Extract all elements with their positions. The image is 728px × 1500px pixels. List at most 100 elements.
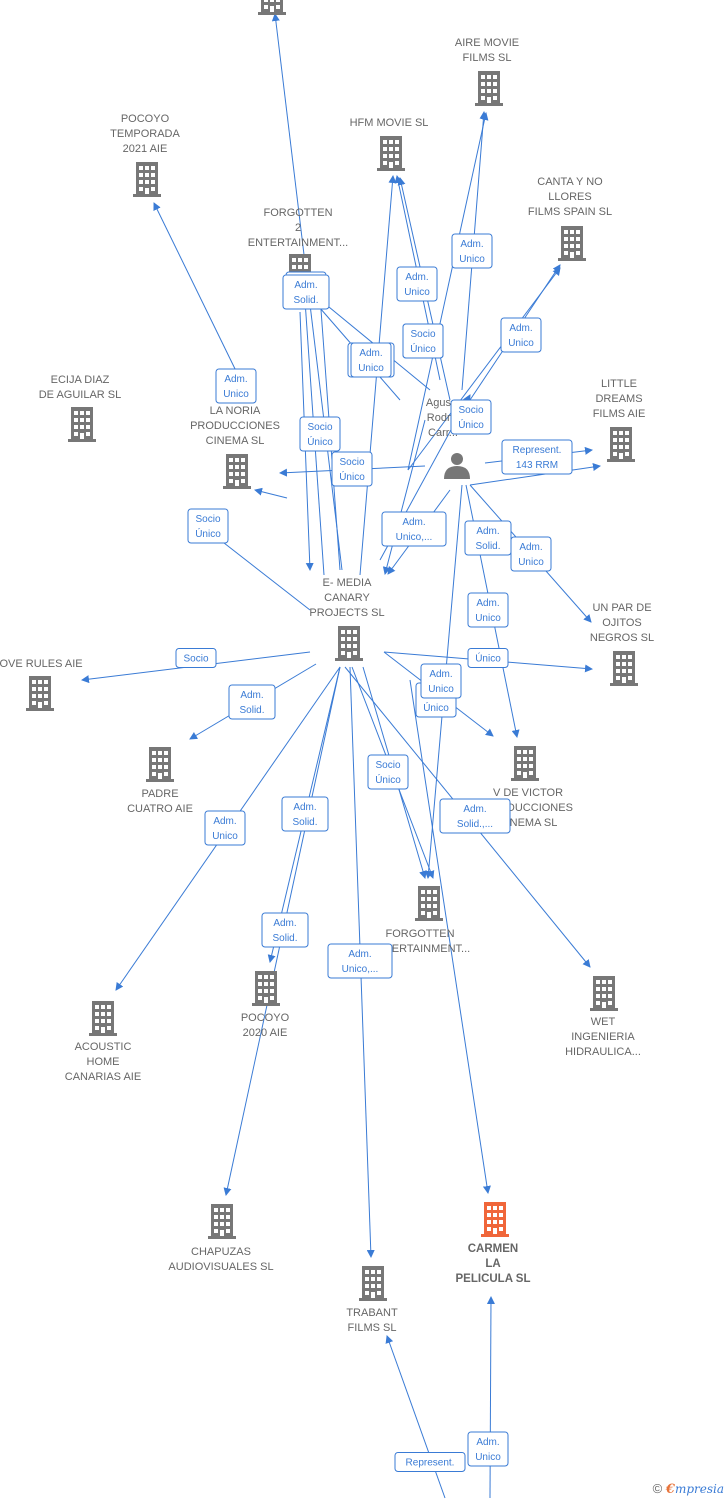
edge-label-text: Adm. [240,690,263,701]
edge-label[interactable]: Adm.Unico,... [381,511,447,547]
edge-line [382,419,426,575]
edge-label[interactable]: Único [467,648,509,668]
edge-label[interactable]: Adm.Unico,... [327,943,393,979]
edge-label-text: Socio [375,760,400,771]
node-top[interactable] [258,0,286,15]
edge-label-text: Solid. [239,705,264,716]
node-label: ECIJA DIAZ [51,374,110,386]
edge-labels-layer: Adm.UnicoAdm.UnicoSocioÚnicoAdm.UnicoAdm… [175,233,573,1472]
edge-label-text: Único [458,418,484,431]
edge-label-text: Socio [410,329,435,340]
edge-label[interactable]: Adm.Unico [350,342,392,378]
edge-label[interactable]: Adm.Unico [500,317,542,353]
edge-label-text: Unico [428,684,454,695]
node-wet[interactable]: WETINGENIERIAHIDRAULICA... [565,976,641,1058]
node-loverules[interactable]: LOVE RULES AIE [0,658,83,711]
edge-label[interactable]: Adm.Unico [467,592,509,628]
node-label: CUATRO AIE [127,803,193,815]
edge-label-box [282,274,330,310]
edge-label[interactable]: Adm.Solid. [282,274,330,310]
node-label: DE AGUILAR SL [39,389,122,401]
edge-label[interactable]: Represent. [394,1452,466,1472]
node-label: FORGOTTEN [263,207,332,219]
node-label: Carr... [428,427,458,439]
edge-label[interactable]: Adm.Unico [204,810,246,846]
edge-label[interactable]: Adm. Solid. [228,684,276,720]
node-label: PRODUCCIONES [190,420,280,432]
edge-label[interactable]: Adm.Unico [510,536,552,572]
edge-label-text: Unico [475,613,501,624]
edge-line [486,1296,495,1499]
node-label: FILMS AIE [593,408,646,420]
edge-label-text: Adm. [476,526,499,537]
node-label: WET [591,1016,616,1028]
edge-label[interactable]: Adm.Unico [451,233,493,269]
edge-line [407,112,489,471]
building-icon [223,454,251,489]
edge-label[interactable]: Adm.Unico [396,266,438,302]
node-forgotten[interactable]: FORGOTTEN ENTERTAINMENT... [370,886,470,955]
edge-label-text: Represent. [406,1458,455,1469]
node-label: INGENIERIA [571,1031,635,1043]
building-icon [335,626,363,661]
edge-label-text: Único [339,470,365,483]
building-icon [415,886,443,921]
node-label: CHAPUZAS [191,1246,251,1258]
node-label: CINEMA SL [206,435,265,447]
edge-label-box [261,912,309,948]
edge-label[interactable]: Adm.Unico [215,368,257,404]
edge-label-box [467,1431,509,1467]
edge-label[interactable]: Adm.Unico [420,663,462,699]
edge-label[interactable]: Adm.Unico [467,1431,509,1467]
edge-label-text: Adm. [294,280,317,291]
edge-label-text: Adm. [224,374,247,385]
edge-label[interactable]: Adm.Solid.,... [439,798,511,834]
edge-label[interactable]: Represent.143 RRM [501,439,573,475]
building-icon [208,1204,236,1239]
node-label: LITTLE [601,378,637,390]
building-icon [377,136,405,171]
node-label: E- MEDIA [323,577,373,589]
edge-line [153,202,239,376]
edge-label[interactable]: Socio [175,648,217,668]
node-label: FORGOTTEN [385,928,454,940]
building-icon [610,651,638,686]
node-ecija[interactable]: ECIJA DIAZ DE AGUILAR SL [39,374,122,442]
edge-label-text: Unico [404,287,430,298]
edge-line [254,487,288,499]
node-label: PROJECTS SL [309,607,384,619]
node-label: LOVE RULES AIE [0,658,83,670]
edge-label-box [367,754,409,790]
edge-label[interactable]: Adm.Solid. [464,520,512,556]
building-icon [133,162,161,197]
node-label: HOME [87,1056,120,1068]
edge-label[interactable]: Adm.Solid. [261,912,309,948]
node-hfm[interactable]: HFM MOVIE SL [350,117,429,171]
edge-label[interactable]: Adm.Solid. [281,796,329,832]
edge-line [407,267,561,471]
node-forgotten2[interactable]: FORGOTTEN2ENTERTAINMENT... [248,207,348,289]
edge-label-box [204,810,246,846]
brand-logo[interactable]: © €mpresia [653,1481,724,1497]
node-label: AUDIOVISUALES SL [168,1261,273,1273]
node-chapuzas[interactable]: CHAPUZAS AUDIOVISUALES SL [168,1204,274,1273]
node-label: ENTERTAINMENT... [370,943,470,955]
